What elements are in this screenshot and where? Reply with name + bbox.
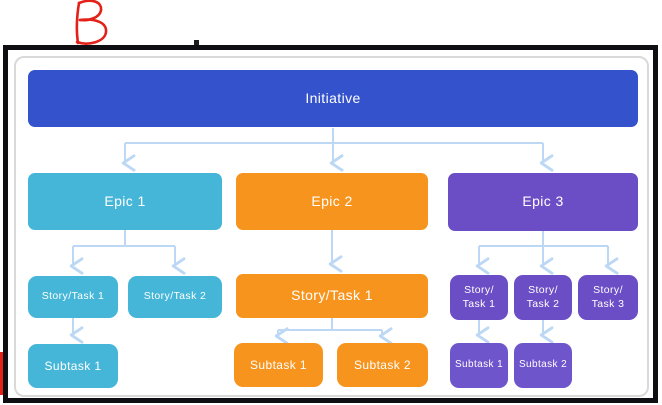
node-epic-3: Epic 3 (448, 173, 638, 231)
node-orange-subtask-1: Subtask 1 (234, 343, 323, 387)
node-purple-subtask-1: Subtask 1 (450, 343, 508, 388)
node-epic-1: Epic 1 (28, 173, 222, 230)
node-label-line: Task 3 (591, 297, 625, 310)
node-purple-story-2: Story/ Task 2 (514, 275, 572, 320)
cursor-tick-mark (194, 40, 199, 47)
node-label-line: Task 1 (462, 297, 496, 310)
node-purple-story-3: Story/ Task 3 (578, 275, 638, 320)
node-teal-story-1: Story/Task 1 (28, 276, 118, 318)
node-teal-subtask-1: Subtask 1 (28, 344, 118, 388)
red-pen-sliver (0, 352, 3, 395)
node-label-line: Story/ (593, 284, 623, 297)
node-teal-story-2: Story/Task 2 (128, 276, 222, 318)
node-label-line: Task 2 (526, 297, 560, 310)
node-label-line: Story/ (464, 284, 494, 297)
node-label-line: Story/ (528, 284, 558, 297)
node-initiative: Initiative (28, 70, 638, 127)
node-orange-story-1: Story/Task 1 (236, 274, 428, 318)
node-epic-2: Epic 2 (236, 173, 428, 230)
handwritten-b-annotation (75, 0, 108, 45)
node-purple-subtask-2: Subtask 2 (514, 343, 572, 388)
node-orange-subtask-2: Subtask 2 (337, 343, 428, 387)
node-purple-story-1: Story/ Task 1 (450, 275, 508, 320)
